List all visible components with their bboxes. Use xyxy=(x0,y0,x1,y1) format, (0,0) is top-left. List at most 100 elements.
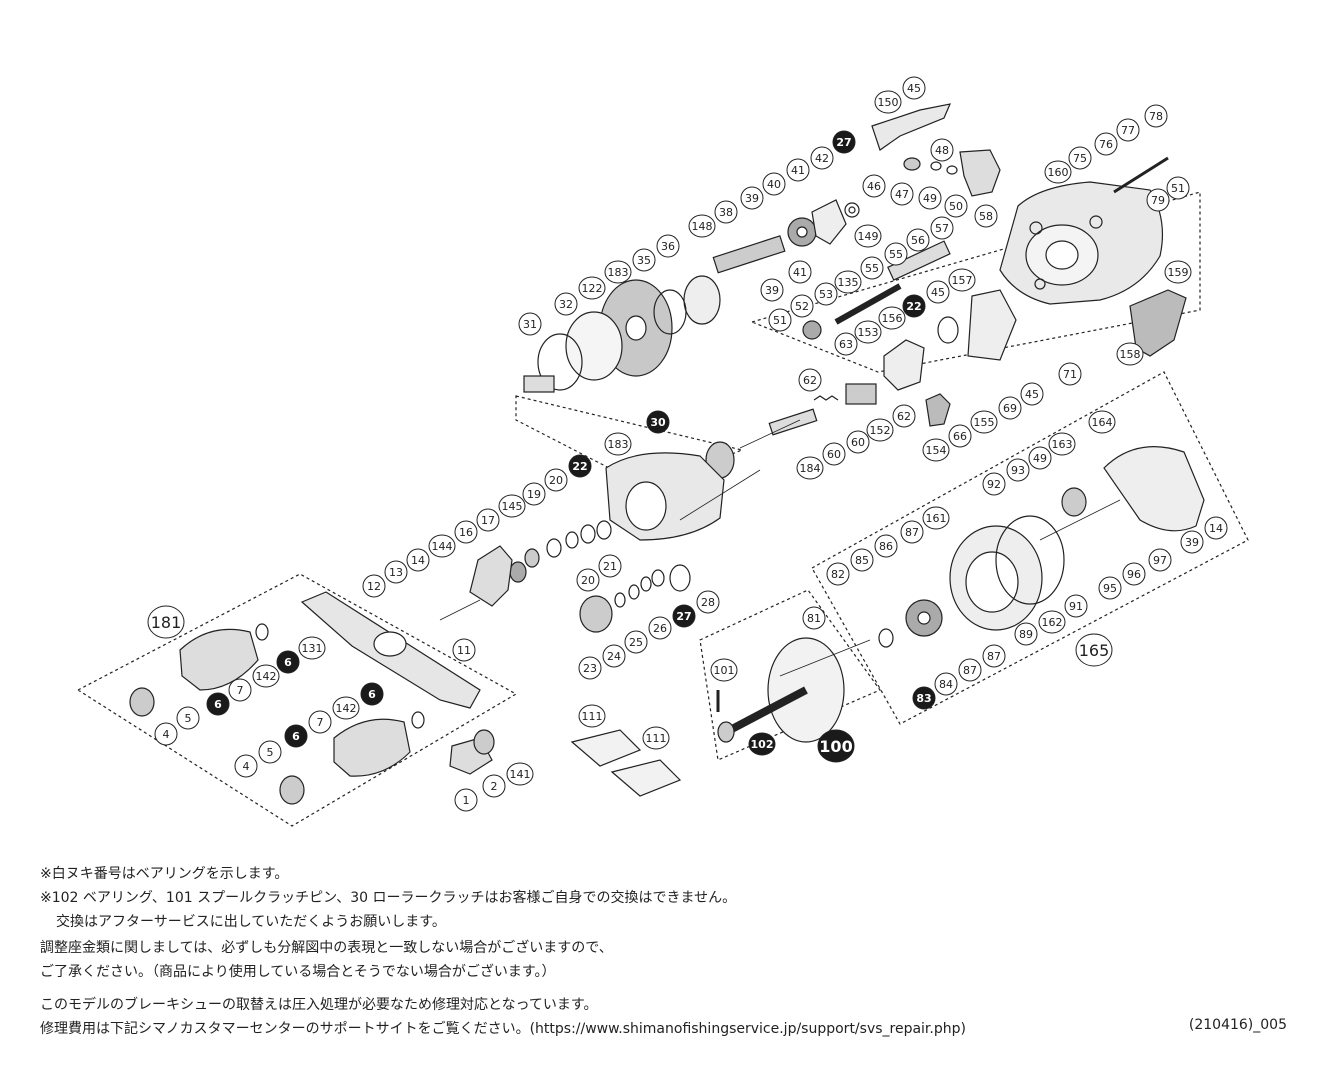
callout-150: 150 xyxy=(874,90,902,114)
callout-label: 41 xyxy=(791,164,805,177)
callout-2: 2 xyxy=(482,774,506,798)
callout-label: 42 xyxy=(815,152,829,165)
callout-51: 51 xyxy=(1166,176,1190,200)
callout-circle xyxy=(798,368,822,392)
callout-circle xyxy=(1116,118,1140,142)
callout-label: 85 xyxy=(855,554,869,567)
callout-96: 96 xyxy=(1122,562,1146,586)
callout-circle xyxy=(1144,104,1168,128)
callout-circle xyxy=(384,560,408,584)
bearing-27 xyxy=(844,202,860,218)
callout-label: 21 xyxy=(603,560,617,573)
callout-circle xyxy=(822,442,846,466)
callout-circle xyxy=(476,508,500,532)
callout-label: 39 xyxy=(1185,536,1199,549)
callout-19: 19 xyxy=(522,482,546,506)
callout-label: 16 xyxy=(459,526,473,539)
callout-135: 135 xyxy=(834,270,862,294)
callout-label: 63 xyxy=(839,338,853,351)
callout-label: 84 xyxy=(939,678,953,691)
callout-46: 46 xyxy=(862,174,886,198)
callout-circle xyxy=(1028,446,1052,470)
callout-circle xyxy=(1166,176,1190,200)
callout-label: 6 xyxy=(368,688,376,701)
callout-101: 101 xyxy=(710,658,738,682)
callout-circle xyxy=(1038,610,1066,634)
callout-14: 14 xyxy=(1204,516,1228,540)
callout-circle xyxy=(948,268,976,292)
callout-7: 7 xyxy=(308,710,332,734)
callout-label: 91 xyxy=(1069,600,1083,613)
callout-circle xyxy=(1058,362,1082,386)
callout-circle xyxy=(1098,576,1122,600)
gear-84 xyxy=(905,599,943,637)
callout-circle xyxy=(862,174,886,198)
callout-label: 159 xyxy=(1168,266,1189,279)
callout-label: 17 xyxy=(481,514,495,527)
callout-165: 165 xyxy=(1075,633,1113,667)
callout-circle xyxy=(930,138,954,162)
callout-circle xyxy=(258,740,282,764)
callout-label: 35 xyxy=(637,254,651,267)
callout-11: 11 xyxy=(452,638,476,662)
callout-label: 71 xyxy=(1063,368,1077,381)
callout-circle xyxy=(974,204,998,228)
callout-circle xyxy=(834,332,858,356)
callout-55: 55 xyxy=(884,242,908,266)
callout-label: 56 xyxy=(911,234,925,247)
callout-183: 183 xyxy=(604,260,632,284)
callout-label: 39 xyxy=(745,192,759,205)
callout-159: 159 xyxy=(1164,260,1192,284)
callout-label: 52 xyxy=(795,300,809,313)
washers-24-27 xyxy=(614,569,665,608)
callout-circle xyxy=(892,404,916,428)
callout-circle xyxy=(906,228,930,252)
gear-52 xyxy=(802,320,822,340)
handle-knob-upper xyxy=(179,628,259,691)
callout-circle xyxy=(998,396,1022,420)
callout-circle xyxy=(918,186,942,210)
callout-label: 49 xyxy=(923,192,937,205)
callout-circle xyxy=(518,312,542,336)
callout-circle xyxy=(854,224,882,248)
callout-circle xyxy=(710,658,738,682)
callout-circle xyxy=(1048,432,1076,456)
callout-label: 51 xyxy=(1171,182,1185,195)
callout-circle xyxy=(826,562,850,586)
callout-label: 145 xyxy=(502,500,523,513)
callout-13: 13 xyxy=(384,560,408,584)
callout-circle xyxy=(788,260,812,284)
drag-stack xyxy=(509,520,612,583)
callout-40: 40 xyxy=(762,172,786,196)
callout-label: 164 xyxy=(1092,416,1113,429)
callout-164: 164 xyxy=(1088,410,1116,434)
callout-39: 39 xyxy=(1180,530,1204,554)
callout-label: 31 xyxy=(523,318,537,331)
callout-circle xyxy=(604,432,632,456)
callout-circle xyxy=(890,182,914,206)
callout-30: 30 xyxy=(646,410,670,434)
callout-circle xyxy=(228,678,252,702)
callout-circle xyxy=(900,520,924,544)
worm-135 xyxy=(834,283,902,325)
side-plate-183 xyxy=(605,452,725,541)
callout-label: 14 xyxy=(1209,522,1223,535)
callout-circle xyxy=(1014,622,1038,646)
callout-50: 50 xyxy=(944,194,968,218)
callout-155: 155 xyxy=(970,410,998,434)
callout-label: 4 xyxy=(163,728,170,741)
callout-circle xyxy=(176,706,200,730)
callout-circle xyxy=(234,754,258,778)
callout-circle xyxy=(970,410,998,434)
plate-42 xyxy=(811,199,847,245)
callout-circle xyxy=(147,605,185,639)
callout-label: 83 xyxy=(916,692,931,705)
callout-84: 84 xyxy=(934,672,958,696)
assembly-guides xyxy=(439,419,1121,677)
callout-label: 79 xyxy=(1151,194,1165,207)
callout-label: 60 xyxy=(827,448,841,461)
note-line: ※白ヌキ番号はベアリングを示します。 xyxy=(40,866,289,882)
callout-48: 48 xyxy=(930,138,954,162)
callout-circle xyxy=(1116,342,1144,366)
callout-label: 101 xyxy=(714,664,735,677)
